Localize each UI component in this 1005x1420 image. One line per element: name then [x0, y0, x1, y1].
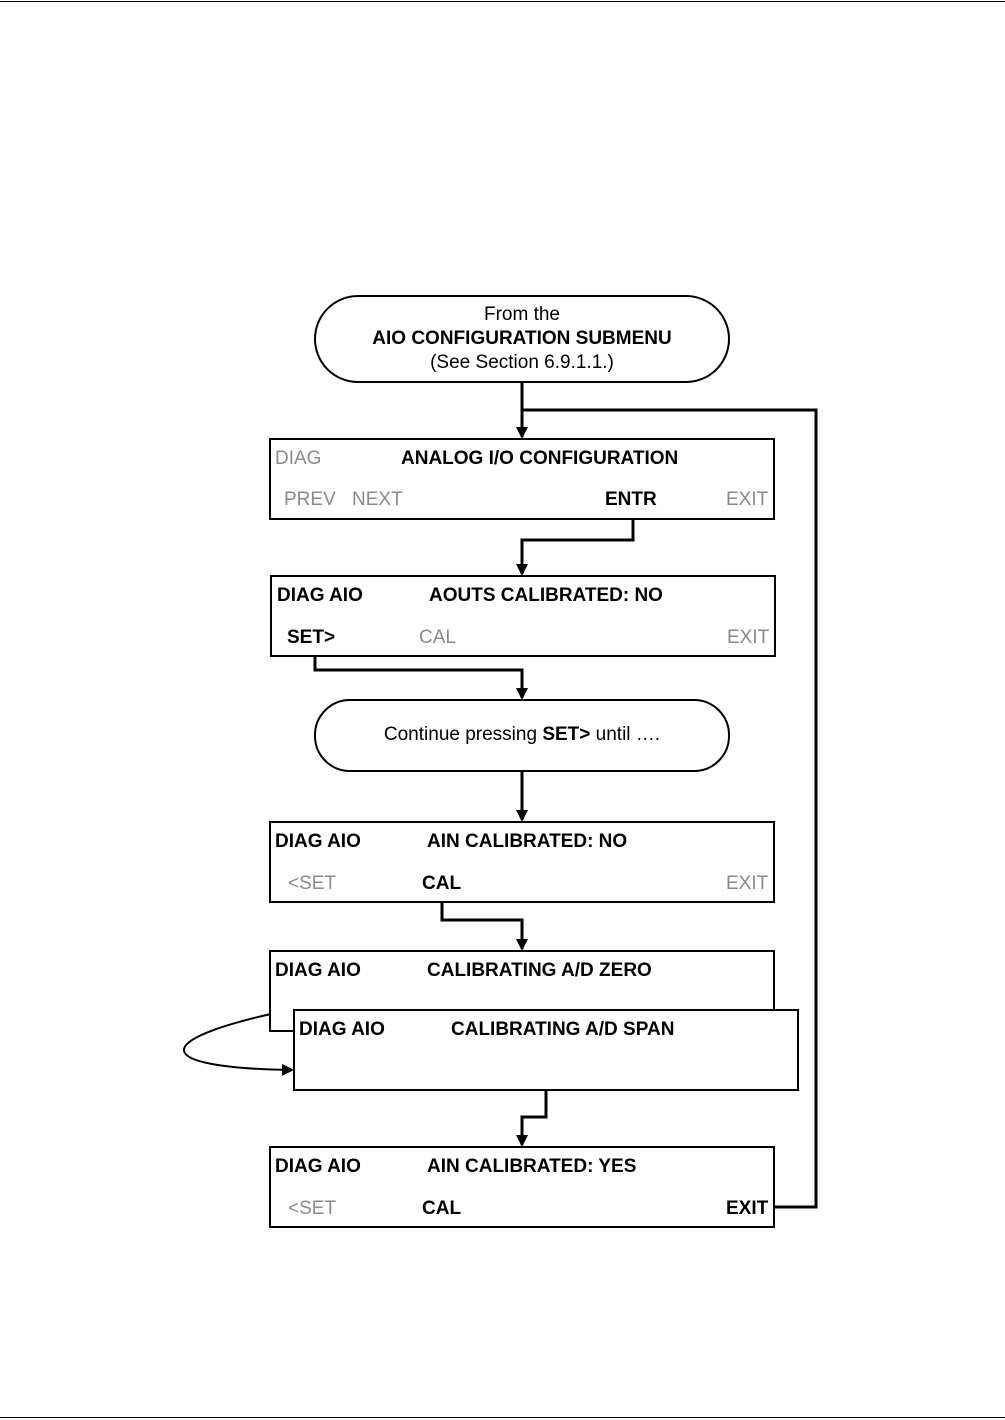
connector-exit-loop — [522, 408, 818, 1209]
set-forward-button[interactable]: SET> — [287, 627, 336, 648]
mode-label: DIAG AIO — [275, 960, 361, 981]
top-rule — [0, 1, 1005, 2]
start-label: From the AIO CONFIGURATION SUBMENU (See … — [315, 303, 729, 375]
cal-button[interactable]: CAL — [422, 873, 462, 894]
start-line-2: AIO CONFIGURATION SUBMENU — [372, 328, 672, 349]
exit-button[interactable]: EXIT — [726, 489, 769, 510]
connector-zero-to-span — [183, 1011, 294, 1076]
connector-entr-to-aouts — [516, 519, 635, 576]
prev-button[interactable]: PREV — [284, 489, 336, 510]
screen-ain-calibrated-yes: DIAG AIO AIN CALIBRATED: YES <SET CAL EX… — [269, 1146, 775, 1228]
mode-label: DIAG AIO — [275, 831, 361, 852]
exit-button[interactable]: EXIT — [726, 873, 769, 894]
mode-label: DIAG — [275, 448, 322, 469]
connector-span-to-yes — [516, 1083, 548, 1147]
screen-title: CALIBRATING A/D ZERO — [427, 960, 652, 981]
screen-analog-config: DIAG ANALOG I/O CONFIGURATION PREV NEXT … — [269, 438, 775, 520]
next-button[interactable]: NEXT — [352, 489, 403, 510]
start-line-1: From the — [483, 304, 561, 325]
start-line-3: (See Section 6.9.1.1.) — [430, 352, 614, 373]
cal-button[interactable]: CAL — [419, 627, 456, 648]
bottom-rule — [0, 1417, 1005, 1418]
exit-button[interactable]: EXIT — [726, 1198, 769, 1219]
screen-ain-calibrated-no: DIAG AIO AIN CALIBRATED: NO <SET CAL EXI… — [269, 821, 775, 903]
mode-label: DIAG AIO — [299, 1019, 385, 1040]
screen-title: CALIBRATING A/D SPAN — [451, 1019, 675, 1040]
set-back-button[interactable]: <SET — [288, 1198, 337, 1219]
mode-label: DIAG AIO — [275, 1156, 361, 1177]
connector-set-to-continue — [313, 656, 528, 700]
mode-label: DIAG AIO — [277, 585, 363, 606]
set-back-button[interactable]: <SET — [288, 873, 337, 894]
continue-label: Continue pressing SET> until …. — [315, 723, 729, 747]
screen-aouts-calibrated: DIAG AIO AOUTS CALIBRATED: NO SET> CAL E… — [270, 575, 776, 657]
continue-prefix: Continue pressing — [383, 724, 543, 745]
entr-button[interactable]: ENTR — [605, 489, 657, 510]
screen-title: ANALOG I/O CONFIGURATION — [401, 448, 679, 469]
connector-cal-to-zero — [440, 897, 528, 951]
continue-suffix: until …. — [590, 724, 661, 745]
screen-title: AOUTS CALIBRATED: NO — [429, 585, 663, 606]
screen-title: AIN CALIBRATED: NO — [427, 831, 628, 852]
screen-calibrating-span: DIAG AIO CALIBRATING A/D SPAN — [293, 1009, 799, 1091]
exit-button[interactable]: EXIT — [727, 627, 770, 648]
continue-key: SET> — [542, 724, 591, 745]
cal-button[interactable]: CAL — [422, 1198, 462, 1219]
screen-title: AIN CALIBRATED: YES — [427, 1156, 637, 1177]
